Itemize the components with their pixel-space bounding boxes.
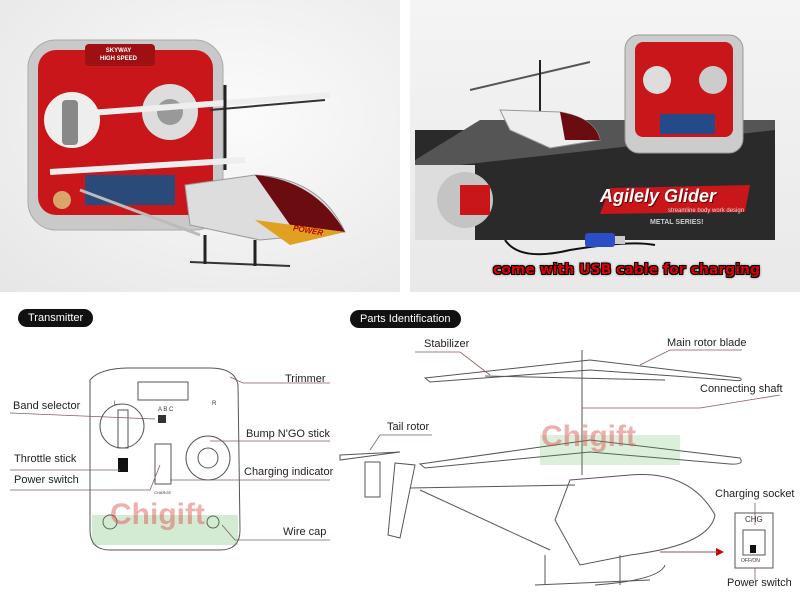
watermark-left: Chigift (110, 498, 205, 531)
product-photo-transmitter-helicopter: SKYWAY HIGH SPEED POWER (0, 0, 400, 292)
charge-text: CHARGE (154, 490, 172, 495)
label-power-switch: Power switch (14, 474, 79, 486)
label-bump-stick: Bump N'GO stick (246, 428, 331, 440)
box-subtitle: streamline body work design (668, 208, 745, 214)
socket-offon-text: OFF/ON (741, 558, 760, 564)
label-band-selector: Band selector (13, 400, 81, 412)
label-charging-socket: Charging socket (715, 488, 795, 500)
label-charging-indicator: Charging indicator (244, 466, 334, 478)
label-main-rotor-blade: Main rotor blade (667, 337, 747, 349)
socket-chg-text: CHG (745, 515, 763, 524)
label-wire-cap: Wire cap (283, 526, 327, 538)
transmitter-logo: SKYWAY HIGH SPEED (100, 48, 138, 62)
label-power-switch-heli: Power switch (727, 577, 792, 589)
box-title: Agilely Glider (600, 186, 717, 206)
box-photo-illustration (415, 34, 775, 256)
section-title-parts: Parts Identification (350, 310, 461, 328)
band-letters: A B C (158, 407, 174, 413)
label-trimmer: Trimmer (285, 373, 326, 385)
watermark-right: Chigift (541, 420, 636, 453)
transmitter-diagram (9, 367, 330, 551)
trim-left-letter: L (114, 401, 118, 407)
product-photo-box-usb: Agilely Glider streamline body work desi… (410, 0, 800, 292)
trim-right-letter: R (212, 401, 217, 407)
label-tail-rotor: Tail rotor (387, 421, 430, 433)
label-connecting-shaft: Connecting shaft (700, 383, 783, 395)
label-stabilizer: Stabilizer (424, 338, 470, 350)
box-series: METAL SERIES! (650, 219, 704, 226)
label-throttle-stick: Throttle stick (14, 453, 77, 465)
helicopter-diagram (339, 349, 781, 586)
transmitter-photo-illustration (27, 39, 346, 267)
section-title-transmitter: Transmitter (18, 309, 94, 327)
usb-caption: come with USB cable for charging (493, 262, 760, 278)
